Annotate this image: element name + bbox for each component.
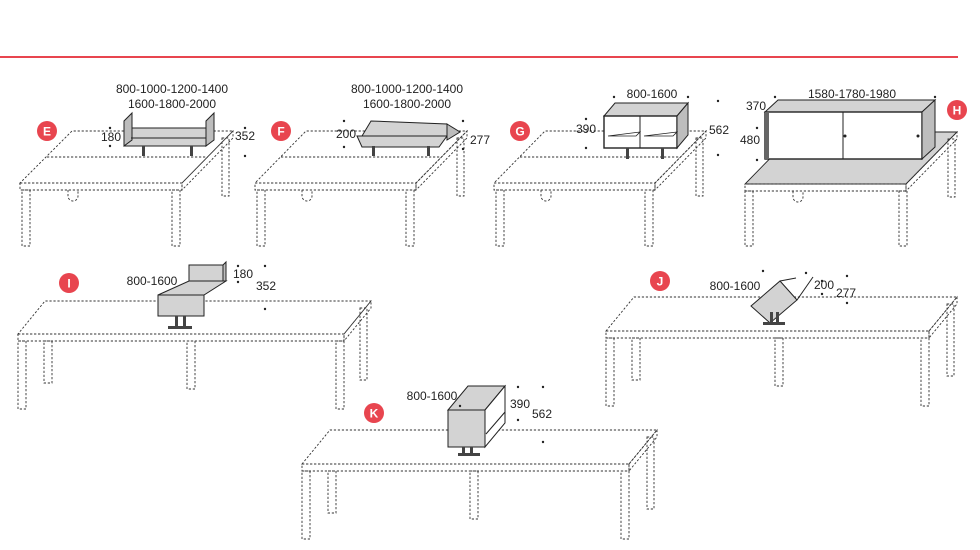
dim-total-height: 352 (235, 129, 255, 143)
dim-total-height: 562 (532, 407, 552, 421)
variant-f: 800-1000-1200-1400 1600-1800-2000 200 27… (253, 82, 490, 247)
dim-height: 390 (510, 397, 530, 411)
badge-k: K (364, 403, 384, 423)
variant-j: 800-1600 200 277 J (605, 269, 958, 407)
svg-text:G: G (515, 125, 524, 139)
desk-k (301, 428, 658, 540)
variant-g: 800-1600 390 562 G (492, 87, 729, 247)
badge-e: E (37, 121, 57, 141)
dim-length: 800-1600 (127, 274, 178, 288)
dim-total-height: 352 (256, 279, 276, 293)
dim-length-line1: 800-1000-1200-1400 (116, 82, 228, 96)
dim-height: 200 (336, 127, 356, 141)
variant-h: 1580-1780-1980 370 480 H (740, 87, 967, 247)
badge-j: J (650, 271, 670, 291)
dim-height: 200 (814, 278, 834, 292)
svg-text:J: J (657, 275, 664, 289)
svg-text:H: H (953, 104, 962, 118)
screen-i (157, 260, 228, 329)
dim-length: 800-1600 (710, 279, 761, 293)
svg-text:I: I (67, 277, 70, 291)
badge-g: G (510, 121, 530, 141)
dim-length-line1: 800-1000-1200-1400 (351, 82, 463, 96)
dim-total-height: 562 (709, 123, 729, 137)
shelf-g (602, 101, 690, 159)
svg-text:K: K (370, 407, 379, 421)
svg-text:F: F (277, 125, 284, 139)
screen-f (356, 120, 461, 156)
dim-total-height: 277 (836, 286, 856, 300)
dim-length: 1580-1780-1980 (808, 87, 896, 101)
dim-length-line2: 1600-1800-2000 (363, 97, 451, 111)
dim-depth: 370 (746, 99, 766, 113)
variant-k: 800-1600 390 562 K (301, 384, 658, 540)
variant-e: 800-1000-1200-1400 1600-1800-2000 180 35… (18, 82, 255, 247)
desk-f (253, 129, 469, 247)
dim-length: 800-1600 (407, 389, 458, 403)
dim-height: 180 (233, 267, 253, 281)
variant-i: 800-1600 180 352 I (17, 260, 372, 410)
dim-height: 480 (740, 133, 760, 147)
badge-f: F (271, 121, 291, 141)
desk-j (605, 295, 958, 407)
screen-j (750, 276, 814, 325)
dim-total-height: 277 (470, 133, 490, 147)
desk-e (18, 129, 235, 247)
dim-length: 800-1600 (627, 87, 678, 101)
shelf-k (446, 384, 507, 456)
svg-text:E: E (43, 125, 51, 139)
dim-height: 390 (576, 122, 596, 136)
dim-height: 180 (101, 130, 121, 144)
badge-h: H (947, 100, 967, 120)
badge-i: I (59, 273, 79, 293)
cabinet-h (763, 98, 937, 161)
desk-g (492, 129, 708, 247)
desk-i (17, 299, 372, 410)
screen-e (123, 111, 215, 156)
dim-length-line2: 1600-1800-2000 (128, 97, 216, 111)
